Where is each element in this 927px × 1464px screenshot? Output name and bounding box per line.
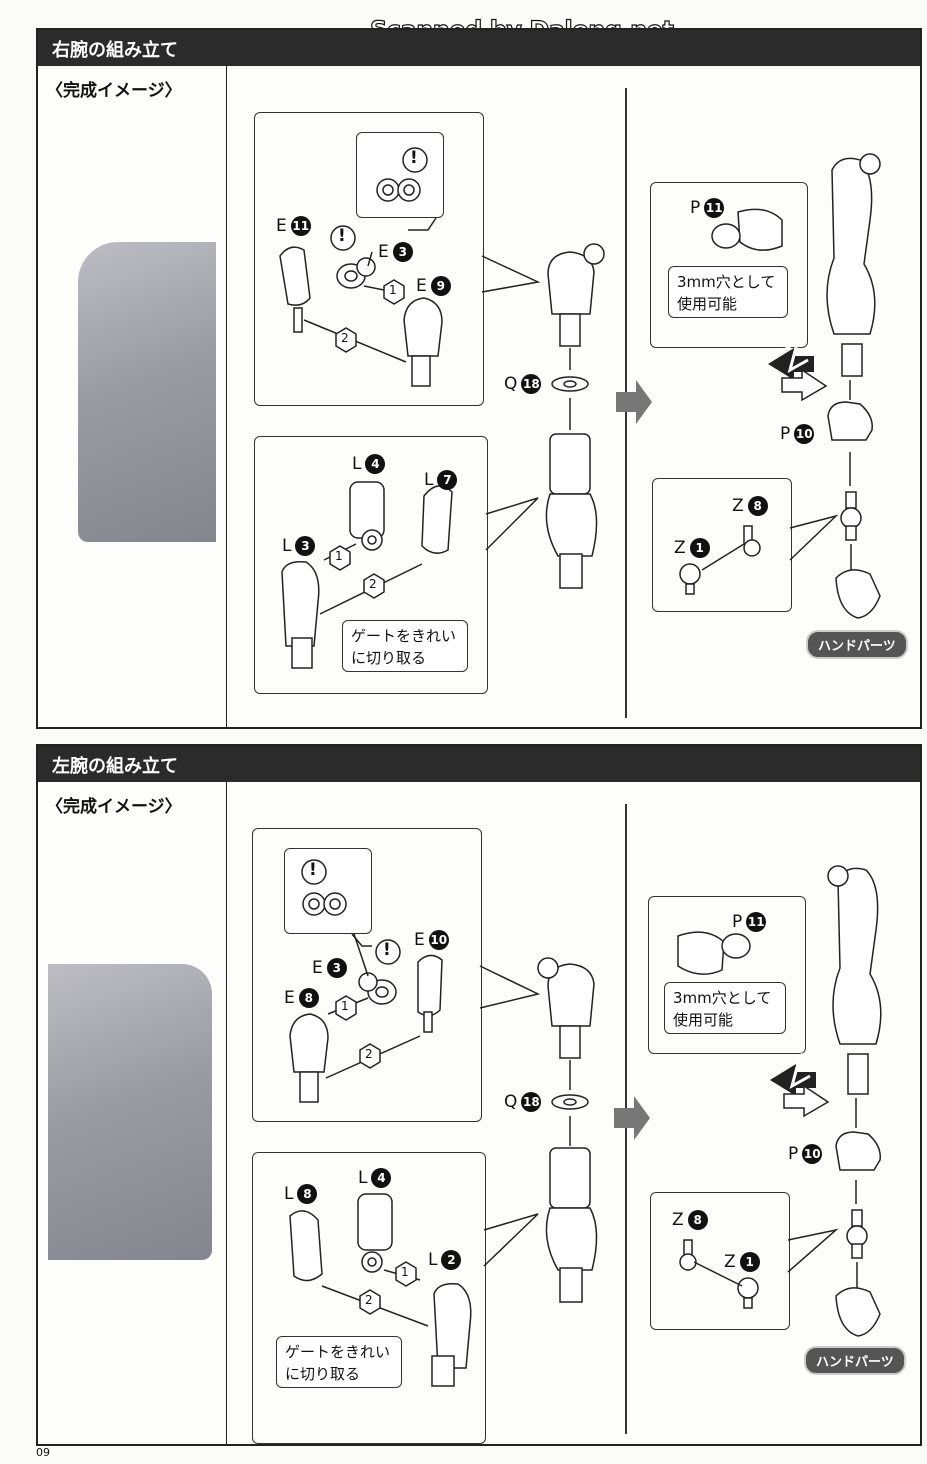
hole-note-line2: 使用可能: [677, 295, 738, 313]
step-number: 1: [401, 1265, 409, 1279]
wrist-step-box: [650, 1192, 790, 1330]
hand-parts-badge: ハンドパーツ: [806, 630, 908, 659]
warning-icon: !: [338, 226, 346, 246]
assembly-drawings: [289, 859, 882, 1387]
right-arm-section: 右腕の組み立て 〈完成イメージ〉 ゲートをきれい に切り取る 3mm穴として 使…: [36, 28, 922, 729]
assembly-drawings: [279, 147, 881, 669]
warning-icon: !: [309, 860, 317, 880]
hole-note-line1: 3mm穴として: [673, 989, 772, 1007]
hole-note-line2: 使用可能: [673, 1011, 734, 1029]
completed-image-label: 〈完成イメージ〉: [46, 797, 182, 817]
section-header: 左腕の組み立て: [38, 746, 920, 782]
gate-note-line2: に切り取る: [351, 649, 427, 667]
gate-note: ゲートをきれい に切り取る: [342, 620, 468, 672]
warning-callout: [284, 848, 372, 934]
step-number: 2: [365, 1293, 373, 1307]
gate-note-line1: ゲートをきれい: [351, 627, 457, 645]
wrist-step-box: [652, 478, 792, 612]
step-number: 1: [389, 283, 397, 297]
hole-note-line1: 3mm穴として: [677, 273, 776, 291]
step-number: 2: [365, 1047, 373, 1061]
completed-image-label: 〈完成イメージ〉: [46, 81, 182, 101]
shoulder-step-box: [650, 182, 808, 348]
step-number: 1: [335, 549, 343, 563]
hole-note: 3mm穴として 使用可能: [664, 982, 786, 1034]
section-header: 右腕の組み立て: [38, 30, 920, 66]
step-number: 2: [369, 577, 377, 591]
section-title: 右腕の組み立て: [52, 40, 178, 61]
step-number: 1: [341, 999, 349, 1013]
gate-note: ゲートをきれい に切り取る: [276, 1336, 402, 1388]
completed-arm-photo: [78, 242, 216, 542]
completed-arm-photo: [48, 964, 212, 1260]
page-number: 09: [36, 1446, 50, 1459]
completed-image-column: 〈完成イメージ〉: [38, 66, 227, 727]
gate-note-line2: に切り取る: [285, 1365, 361, 1383]
hand-parts-badge: ハンドパーツ: [804, 1346, 906, 1375]
left-arm-section: 左腕の組み立て 〈完成イメージ〉 ゲートをきれい に切り取る 3mm穴として 使…: [36, 744, 922, 1446]
section-title: 左腕の組み立て: [52, 756, 178, 777]
warning-icon: !: [383, 940, 391, 960]
gate-note-line1: ゲートをきれい: [285, 1343, 391, 1361]
hole-note: 3mm穴として 使用可能: [668, 266, 788, 318]
step-number: 2: [341, 331, 349, 345]
warning-callout: [356, 132, 444, 218]
completed-image-column: 〈完成イメージ〉: [38, 782, 227, 1444]
warning-icon: !: [410, 148, 418, 168]
